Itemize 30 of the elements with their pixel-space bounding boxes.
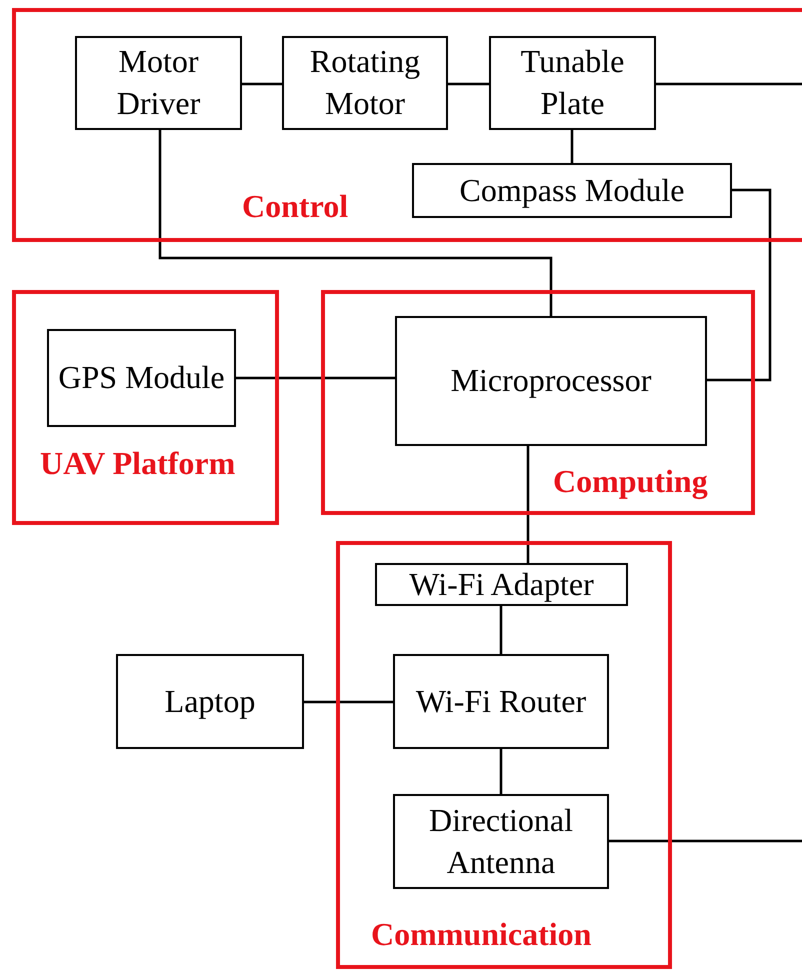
- component-box: Wi-Fi Adapter: [375, 563, 628, 606]
- component-box: Microprocessor: [395, 316, 707, 446]
- component-box: Laptop: [116, 654, 304, 749]
- connector-line: [526, 446, 530, 563]
- component-box: Tunable Plate: [489, 36, 656, 130]
- connector-line: [500, 749, 502, 794]
- connector-line: [707, 188, 772, 382]
- group-label: UAV Platform: [40, 446, 236, 482]
- group-label: Communication: [371, 917, 592, 952]
- connector-line: [304, 700, 393, 704]
- group-label: Control: [242, 189, 348, 224]
- connector-line: [500, 606, 502, 654]
- connector-line: [158, 130, 552, 316]
- group-frame: [12, 8, 802, 242]
- group-frame: [321, 290, 755, 515]
- group-frame: [336, 541, 672, 969]
- group-frame: [12, 290, 279, 525]
- component-box: Compass Module: [412, 163, 732, 218]
- component-box: Motor Driver: [75, 36, 242, 130]
- component-box: GPS Module: [47, 329, 236, 427]
- component-box: Directional Antenna: [393, 794, 609, 889]
- connector-line: [242, 82, 282, 86]
- connector-line: [236, 376, 395, 380]
- connector-line: [570, 130, 574, 163]
- group-label: Computing: [553, 464, 708, 500]
- connector-line: [609, 840, 802, 842]
- component-box: Wi-Fi Router: [393, 654, 609, 749]
- connector-line: [448, 82, 489, 86]
- component-box: Rotating Motor: [282, 36, 448, 130]
- connector-line: [656, 82, 802, 86]
